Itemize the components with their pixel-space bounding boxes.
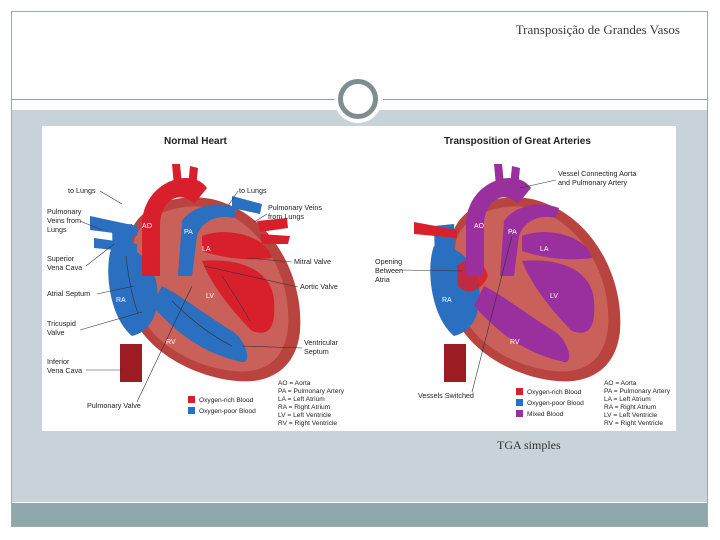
normal-chamber-la: LA [202, 246, 211, 253]
normal-label-pulm-veins-left-3: Lungs [47, 225, 67, 234]
normal-heart-drawing [90, 164, 300, 382]
normal-label-to-lungs-right: to Lungs [239, 186, 267, 195]
tga-label-vessel-2: and Pulmonary Artery [558, 178, 628, 187]
normal-label-atrial-septum: Atrial Septum [47, 289, 90, 298]
leader-line [100, 191, 122, 204]
slide-title: Transposição de Grandes Vasos [516, 22, 680, 38]
normal-label-pulm-veins-right-1: Pulmonary Veins [268, 203, 322, 212]
header-divider-right [383, 99, 707, 100]
tga-chamber-lv: LV [550, 293, 558, 300]
normal-label-aortic-valve: Aortic Valve [300, 282, 338, 291]
tga-chamber-pa: PA [508, 229, 517, 236]
normal-abbreviation-key: AO = Aorta PA = Pulmonary Artery LA = Le… [278, 380, 345, 427]
key-line: RA = Right Atrium [604, 404, 657, 411]
legend-swatch-oxygen-poor [188, 407, 195, 414]
legend-label: Mixed Blood [527, 411, 564, 418]
normal-label-vs-1: Ventricular [304, 338, 339, 347]
key-line: PA = Pulmonary Artery [604, 388, 671, 395]
tga-chamber-la: LA [540, 246, 549, 253]
normal-label-pulmonary-valve: Pulmonary Valve [87, 401, 141, 410]
legend-swatch-oxygen-rich [188, 396, 195, 403]
tga-label-opening-2: Between [375, 266, 403, 275]
normal-label-to-lungs-left: to Lungs [68, 186, 96, 195]
tga-label-opening-3: Atria [375, 275, 390, 284]
tga-chamber-ra: RA [442, 297, 452, 304]
normal-chamber-ra: RA [116, 297, 126, 304]
key-line: LV = Left Ventricle [604, 412, 658, 419]
heart-diagram-figure: Normal Heart AO PA LA RA LV [42, 126, 676, 431]
normal-label-ivc-1: Inferior [47, 357, 70, 366]
key-line: AO = Aorta [278, 380, 311, 387]
key-line: LV = Left Ventricle [278, 412, 332, 419]
normal-legend: Oxygen-rich Blood Oxygen-poor Blood [188, 396, 256, 415]
tga-label-opening-1: Opening [375, 257, 402, 266]
normal-chamber-pa: PA [184, 229, 193, 236]
normal-label-ivc-2: Vena Cava [47, 366, 82, 375]
tga-chamber-rv: RV [510, 339, 520, 346]
normal-label-pulm-veins-left-2: Veins from [47, 216, 81, 225]
tga-heart-drawing [414, 164, 620, 382]
header-divider-left [12, 99, 334, 100]
legend-label: Oxygen-rich Blood [199, 397, 254, 404]
legend-label: Oxygen-poor Blood [199, 408, 256, 415]
normal-label-mitral-valve: Mitral Valve [294, 257, 331, 266]
normal-label-svc-1: Superior [47, 254, 75, 263]
normal-chamber-rv: RV [166, 339, 176, 346]
normal-label-vs-2: Septum [304, 347, 329, 356]
tga-legend: Oxygen-rich Blood Oxygen-poor Blood Mixe… [516, 388, 584, 418]
normal-label-svc-2: Vena Cava [47, 263, 82, 272]
normal-chamber-lv: LV [206, 293, 214, 300]
legend-swatch-mixed [516, 410, 523, 417]
key-line: LA = Left Atrium [604, 396, 651, 403]
tga-label-vessel-1: Vessel Connecting Aorta [558, 169, 636, 178]
key-line: RA = Right Atrium [278, 404, 331, 411]
heart-diagram-svg: Normal Heart AO PA LA RA LV [42, 126, 676, 431]
normal-label-tricuspid-2: Valve [47, 328, 64, 337]
key-line: LA = Left Atrium [278, 396, 325, 403]
tga-chamber-ao: AO [474, 223, 485, 230]
normal-label-tricuspid-1: Tricuspid [47, 319, 76, 328]
decorative-circle-icon [338, 79, 378, 119]
key-line: AO = Aorta [604, 380, 637, 387]
legend-label: Oxygen-poor Blood [527, 400, 584, 407]
legend-swatch-oxygen-poor [516, 399, 523, 406]
key-line: PA = Pulmonary Artery [278, 388, 345, 395]
figure-caption: TGA simples [497, 438, 561, 453]
tga-label-vessels-switched: Vessels Switched [418, 391, 474, 400]
tga-abbreviation-key: AO = Aorta PA = Pulmonary Artery LA = Le… [604, 380, 671, 427]
footer-band [12, 503, 707, 526]
tga-title: Transposition of Great Arteries [444, 136, 591, 147]
legend-swatch-oxygen-rich [516, 388, 523, 395]
normal-label-pulm-veins-left-1: Pulmonary [47, 207, 82, 216]
normal-heart-title: Normal Heart [164, 136, 227, 147]
normal-chamber-ao: AO [142, 223, 153, 230]
key-line: RV = Right Ventricle [604, 420, 663, 427]
legend-label: Oxygen-rich Blood [527, 389, 582, 396]
key-line: RV = Right Ventricle [278, 420, 337, 427]
normal-label-pulm-veins-right-2: from Lungs [268, 212, 304, 221]
